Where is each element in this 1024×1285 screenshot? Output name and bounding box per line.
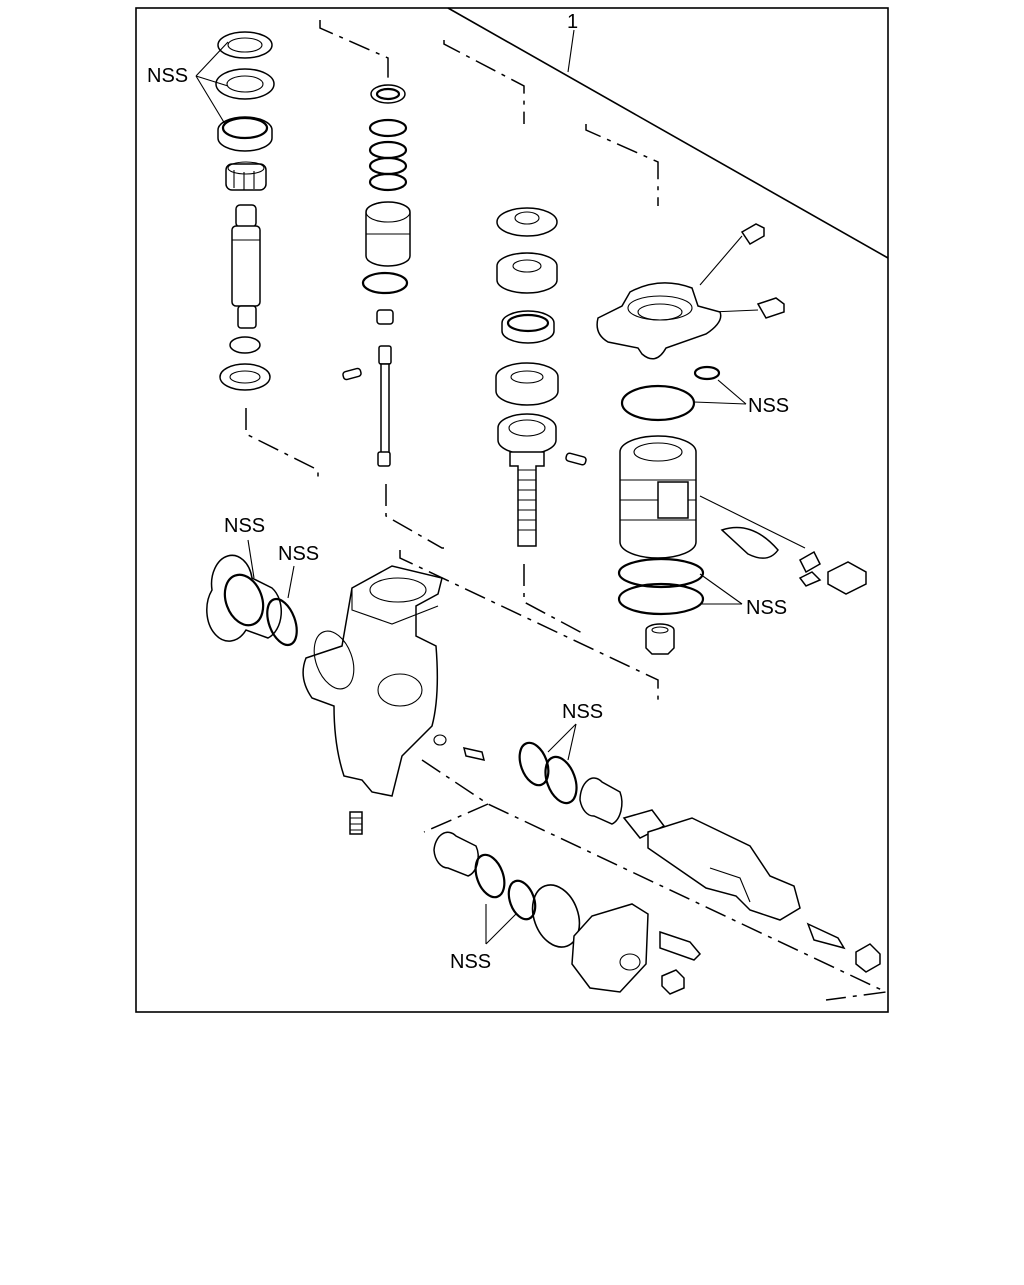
piston-ring-upper	[617, 557, 705, 589]
kit-bracket-line	[447, 7, 889, 259]
bracket-col3-bottom	[523, 564, 586, 635]
nss-leader-5	[287, 565, 295, 599]
nss-leader-2a	[717, 379, 747, 405]
nss-leader-3a	[699, 573, 743, 605]
nss-leader-1b	[195, 75, 229, 87]
ball-nut	[376, 309, 394, 325]
rack-teeth	[657, 481, 689, 519]
nss-leader-2b	[693, 401, 747, 405]
large-o-ring	[620, 384, 696, 422]
nss-label-6: NSS	[562, 701, 603, 723]
adjust-screw	[806, 922, 846, 950]
adjuster-plug	[645, 623, 675, 655]
pin-right	[565, 452, 587, 466]
housing-plug	[349, 811, 363, 835]
valve-body	[497, 413, 557, 455]
shaft-body	[231, 225, 261, 307]
bearing-cup	[495, 362, 559, 406]
needle-bearing	[225, 163, 267, 191]
worm-shaft	[509, 451, 545, 547]
side-cover-parts	[433, 831, 881, 995]
nss-label-5: NSS	[278, 543, 319, 565]
rod-head	[378, 345, 392, 365]
nss-leader-1a	[195, 41, 229, 77]
gear-housing	[302, 565, 486, 835]
clip	[798, 550, 822, 587]
sector-seals	[518, 741, 623, 825]
nss-label-3: NSS	[746, 597, 787, 619]
bracket-col3-top	[585, 124, 659, 206]
left-seals	[206, 554, 298, 647]
diagram-border	[135, 7, 889, 1013]
lock-nut	[855, 943, 881, 973]
bracket-col1-top	[319, 20, 389, 92]
washer-top	[217, 31, 273, 59]
side-cover	[571, 903, 649, 993]
gasket	[531, 884, 581, 948]
thrust-plate	[496, 207, 558, 237]
seal-bottom-1	[474, 853, 506, 899]
nss-label-4: NSS	[224, 515, 265, 537]
callout-number-1: 1	[567, 11, 578, 33]
seal-upper	[217, 116, 273, 152]
nss-leader-6b	[567, 723, 577, 761]
small-o-ring	[693, 365, 721, 381]
clamp	[720, 526, 779, 559]
housing-body	[302, 565, 443, 797]
bracket-bottom-right	[421, 759, 889, 1001]
cover-nut	[661, 969, 685, 995]
bracket-housing	[399, 550, 659, 700]
seal-bottom-2	[507, 879, 537, 921]
cover-bolt	[659, 930, 702, 961]
bracket-col2-top	[443, 40, 525, 124]
bolt-head	[827, 561, 867, 595]
bracket-bottom-left	[423, 803, 489, 833]
nss-leader-1c	[195, 75, 226, 125]
shaft-sector	[647, 817, 801, 921]
ball-bearing	[501, 310, 555, 344]
column-piston	[342, 84, 411, 467]
seal-mid-1	[518, 741, 550, 787]
housing-stud	[462, 747, 486, 761]
pitman-shaft	[622, 809, 801, 921]
needle-bearing-mid	[579, 777, 623, 825]
pin-left	[342, 367, 362, 381]
column-housing	[596, 223, 867, 655]
ring-4	[368, 156, 408, 176]
nss-label-7: NSS	[450, 951, 491, 973]
shaft-tip	[237, 305, 257, 329]
bracket-col1-bottom	[245, 408, 319, 478]
washer-bottom	[219, 363, 271, 391]
piston-ring-lower	[617, 582, 705, 616]
fitting-top	[740, 223, 765, 245]
bearing-bottom	[433, 831, 479, 877]
nss-leader-6a	[547, 723, 577, 753]
bearing-race	[496, 252, 558, 294]
nss-label-1: NSS	[147, 65, 188, 87]
callout-leader	[567, 29, 575, 73]
column-valve-worm	[495, 207, 587, 547]
nss-leader-7b	[485, 913, 517, 945]
valve-housing	[596, 282, 722, 360]
rod	[380, 363, 390, 455]
ring-3	[368, 140, 408, 160]
ring-2	[368, 118, 408, 138]
washer-second	[215, 68, 275, 100]
seal-left-large	[206, 554, 283, 642]
seal-mid-2	[544, 755, 578, 805]
o-ring-piston	[361, 271, 409, 295]
ring-5	[368, 172, 408, 192]
bracket-col2-bottom	[385, 484, 444, 549]
seal-left-small	[266, 597, 298, 647]
small-washer	[229, 336, 261, 354]
column-sector-shaft	[215, 31, 275, 391]
shaft-top	[235, 204, 257, 228]
nss-label-2: NSS	[748, 395, 789, 417]
fitting-side	[756, 297, 785, 319]
nss-leader-4	[247, 539, 255, 579]
ring-1	[370, 84, 406, 104]
rod-tip	[377, 451, 391, 467]
